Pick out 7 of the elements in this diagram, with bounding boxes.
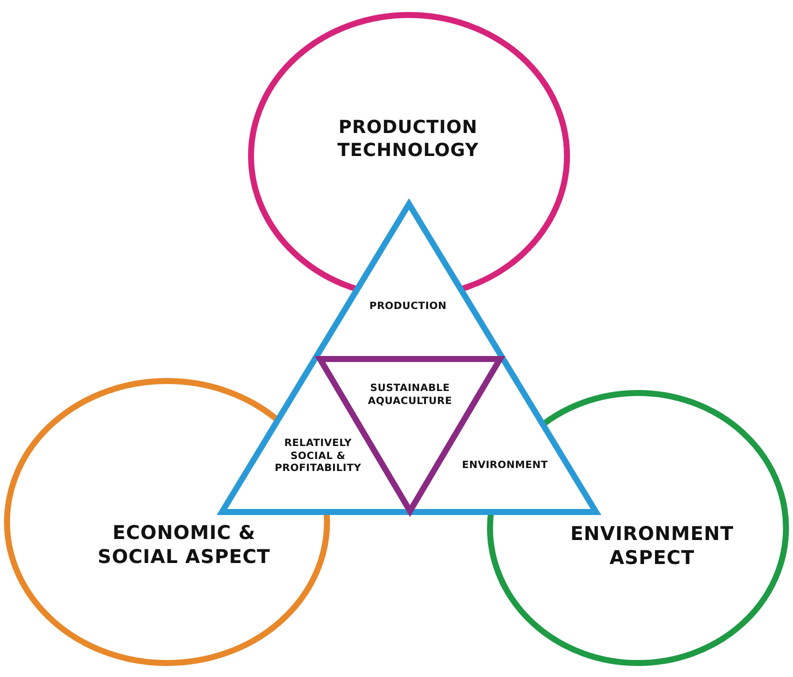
region-label: ENVIRONMENT ASPECT	[569, 523, 735, 570]
region-label: RELATIVELY SOCIAL & PROFITABILITY	[274, 438, 362, 476]
region-label: ECONOMIC & SOCIAL ASPECT	[96, 522, 272, 570]
region-label: ENVIRONMENT	[461, 460, 549, 472]
region-label: SUSTAINABLE AQUACULTURE	[366, 383, 454, 408]
region-label: PRODUCTION TECHNOLOGY	[336, 117, 480, 162]
region-label: PRODUCTION	[368, 301, 448, 314]
